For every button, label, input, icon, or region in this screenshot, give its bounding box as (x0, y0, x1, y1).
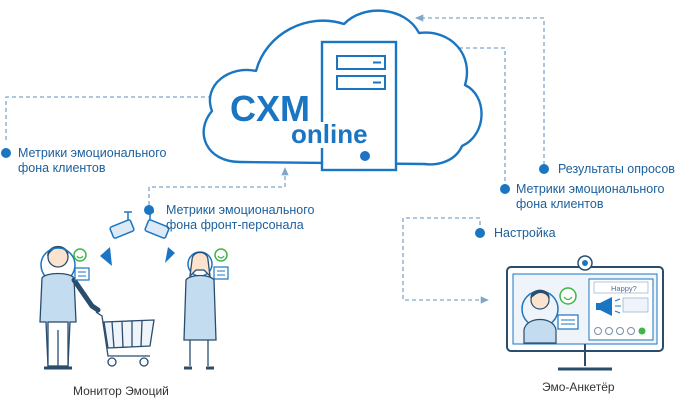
logo-cxm: CXM (230, 88, 310, 129)
label-client-metrics-right: Метрики эмоционального фона клиентов (516, 182, 665, 211)
label-staff-metrics: Метрики эмоционального фона фронт-персон… (166, 203, 315, 232)
screen-person-icon (521, 289, 559, 344)
bubble-text: Happy? (611, 284, 637, 293)
smile-icon-staff (213, 248, 229, 280)
caption-emotion-monitor: Монитор Эмоций (73, 384, 169, 398)
staff-person-icon (183, 251, 217, 370)
person-icon (39, 245, 101, 370)
caption-emo-questionnaire: Эмо-Анкетёр (542, 380, 615, 394)
arrow-staff-metrics (148, 167, 289, 205)
logo-online: online (291, 119, 368, 149)
bullet-staff-metrics (144, 205, 154, 215)
connectors (5, 14, 545, 304)
label-client-metrics-left: Метрики эмоционального фона клиентов (18, 146, 167, 175)
bullet-settings (475, 228, 485, 238)
server-icon (320, 40, 398, 172)
arrow-survey-results (415, 14, 545, 165)
arrow-right-metrics (431, 44, 506, 188)
smile-icon-screen (557, 287, 579, 330)
shopping-cart-icon (95, 311, 155, 367)
camera-icon (100, 211, 175, 266)
bullet-right-metrics (500, 184, 510, 194)
bullet-left-metrics (1, 148, 11, 158)
logo-background (286, 122, 368, 148)
label-survey-results: Результаты опросов (558, 162, 675, 176)
webcam-icon (577, 255, 593, 271)
arrow-left-metrics (5, 93, 223, 140)
bullet-survey-results (539, 164, 549, 174)
megaphone-icon (596, 297, 649, 316)
survey-panel: Happy? (588, 278, 654, 341)
smile-icon (73, 248, 90, 281)
arrow-settings (402, 217, 489, 304)
label-settings: Настройка (494, 226, 556, 240)
